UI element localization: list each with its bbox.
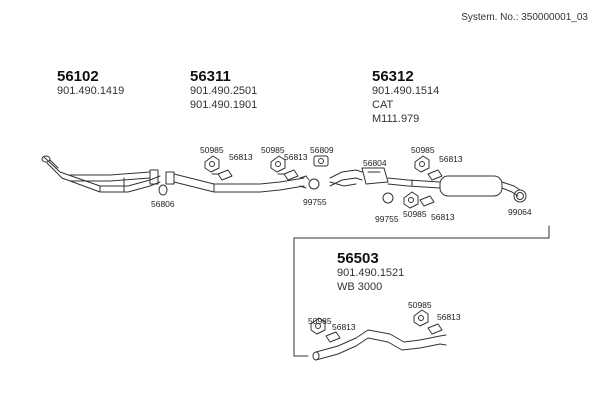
group-56102-line-1: 901.490.1419: [57, 85, 125, 97]
label-50985-e: 50985: [308, 316, 332, 326]
label-50985-b: 50985: [261, 145, 285, 155]
label-56813-c: 56813: [439, 154, 463, 164]
tailpipe-56503: [312, 329, 447, 361]
hanger-50985-f: [413, 309, 429, 327]
label-99755-a: 99755: [303, 197, 327, 207]
label-56813-e: 56813: [332, 322, 356, 332]
label-56809: 56809: [310, 145, 334, 155]
hanger-50985-e: [310, 317, 326, 335]
bracket-56813-c: [427, 169, 443, 181]
label-56813-a: 56813: [229, 152, 253, 162]
gasket-ring-56806: [158, 184, 168, 196]
group-56503-line-2: WB 3000: [337, 281, 383, 293]
label-50985-d: 50985: [403, 209, 427, 219]
front-pipe-56102: [41, 155, 161, 193]
hanger-50985-b: [270, 155, 286, 173]
label-99064: 99064: [508, 207, 532, 217]
rear-muffler: [439, 175, 521, 197]
group-56311-line-2: 901.490.1901: [190, 99, 258, 111]
clamp-99064: [513, 189, 527, 203]
label-56804: 56804: [363, 158, 387, 168]
hanger-50985-a: [204, 155, 220, 173]
label-56813-b: 56813: [284, 152, 308, 162]
group-56312-number: 56312: [372, 68, 414, 85]
system-number: System. No.: 350000001_03: [461, 12, 588, 23]
label-56806: 56806: [151, 199, 175, 209]
bracket-56813-b: [277, 169, 299, 181]
group-56312-line-2: CAT: [372, 99, 394, 111]
catalytic-converter-56312: [329, 167, 441, 189]
clamp-99755-b: [382, 192, 394, 204]
group-56102-number: 56102: [57, 68, 99, 85]
label-50985-c: 50985: [411, 145, 435, 155]
flange-gasket-56809: [313, 155, 329, 167]
label-56813-f: 56813: [437, 312, 461, 322]
group-56312-line-1: 901.490.1514: [372, 85, 440, 97]
connector-line-left: [293, 237, 309, 357]
label-50985-f: 50985: [408, 300, 432, 310]
group-56311-number: 56311: [190, 68, 231, 85]
label-56813-d: 56813: [431, 212, 455, 222]
group-56312-line-3: M111.979: [372, 113, 420, 125]
bracket-56813-f: [427, 323, 443, 335]
group-56503-line-1: 901.490.1521: [337, 267, 405, 279]
connector-line-top: [293, 225, 550, 239]
bracket-56813-d: [419, 195, 435, 207]
group-56311-line-1: 901.490.2501: [190, 85, 258, 97]
bracket-56813-e: [325, 331, 341, 343]
hanger-50985-d: [403, 191, 419, 209]
middle-pipe-56311: [165, 171, 307, 193]
label-99755-b: 99755: [375, 214, 399, 224]
hanger-50985-c: [414, 155, 430, 173]
bracket-56813-a: [211, 169, 233, 181]
label-50985-a: 50985: [200, 145, 224, 155]
group-56503-number: 56503: [337, 250, 379, 267]
clamp-99755-a: [305, 175, 320, 190]
